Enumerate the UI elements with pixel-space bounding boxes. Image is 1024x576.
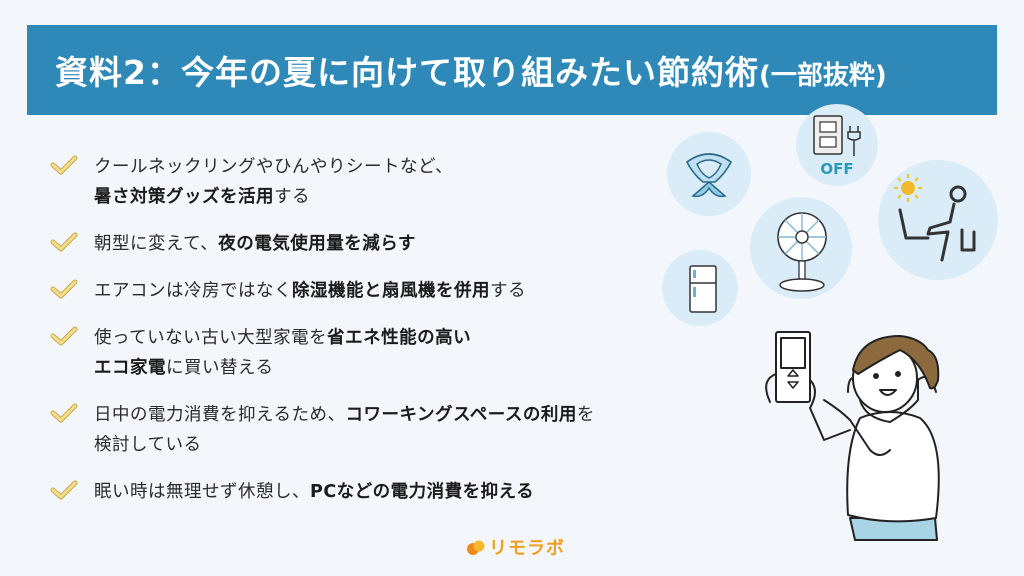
body-text: クールネックリングやひんやりシートなど、 bbox=[94, 157, 454, 177]
list-item-text: 使っていない古い大型家電を省エネ性能の高いエコ家電に買い替える bbox=[94, 323, 471, 383]
list-item-text: 眠い時は無理せず休憩し、PCなどの電力消費を抑える bbox=[94, 477, 534, 507]
title-banner: 資料2：今年の夏に向けて取り組みたい節約術(一部抜粋) bbox=[27, 25, 997, 115]
emphasis-text: コワーキングスペースの利用 bbox=[345, 405, 577, 425]
refrigerator-circle bbox=[662, 250, 738, 326]
tips-list: クールネックリングやひんやりシートなど、暑さ対策グッズを活用する朝型に変えて、夜… bbox=[50, 152, 700, 524]
fan-icon bbox=[777, 212, 827, 292]
body-text: 眠い時は無理せず休憩し、 bbox=[94, 482, 310, 502]
outlet-off-icon: OFF bbox=[813, 115, 861, 178]
neck-scarf-circle bbox=[667, 132, 751, 216]
body-text: 朝型に変えて、 bbox=[94, 234, 219, 254]
body-text: する bbox=[490, 281, 526, 301]
body-text: する bbox=[274, 187, 310, 207]
body-text: エアコンは冷房ではなく bbox=[94, 281, 292, 301]
brand-logo: リモラボ bbox=[465, 534, 565, 560]
neck-scarf-icon bbox=[685, 153, 733, 198]
emphasis-text: 省エネ性能の高い bbox=[327, 328, 472, 348]
list-item: 眠い時は無理せず休憩し、PCなどの電力消費を抑える bbox=[50, 477, 700, 507]
title-main: 資料2：今年の夏に向けて取り組みたい節約術 bbox=[55, 53, 759, 92]
list-item-text: 朝型に変えて、夜の電気使用量を減らす bbox=[94, 229, 416, 259]
check-icon bbox=[50, 155, 78, 175]
body-text: に買い替える bbox=[166, 358, 274, 378]
list-item: 使っていない古い大型家電を省エネ性能の高いエコ家電に買い替える bbox=[50, 323, 700, 383]
emphasis-text: 除湿機能と扇風機を併用 bbox=[292, 281, 490, 301]
check-icon bbox=[50, 480, 78, 500]
body-text: 日中の電力消費を抑えるため、 bbox=[94, 405, 346, 425]
body-text: 使っていない古い大型家電を bbox=[94, 328, 328, 348]
remote-work-circle bbox=[878, 160, 998, 280]
off-label: OFF bbox=[820, 160, 853, 178]
list-item-text: エアコンは冷房ではなく除湿機能と扇風機を併用する bbox=[94, 276, 526, 306]
logo-text: リモラボ bbox=[489, 538, 565, 559]
page-title: 資料2：今年の夏に向けて取り組みたい節約術(一部抜粋) bbox=[55, 46, 887, 94]
refrigerator-icon bbox=[689, 265, 717, 313]
emphasis-text: 暑さ対策グッズを活用 bbox=[94, 187, 274, 207]
check-icon bbox=[50, 326, 78, 346]
illustration-area: OFF bbox=[650, 100, 1024, 576]
list-item: エアコンは冷房ではなく除湿機能と扇風機を併用する bbox=[50, 276, 700, 306]
list-item: 朝型に変えて、夜の電気使用量を減らす bbox=[50, 229, 700, 259]
list-item-text: クールネックリングやひんやりシートなど、暑さ対策グッズを活用する bbox=[94, 152, 453, 212]
outlet-off-circle: OFF bbox=[796, 104, 878, 186]
body-text: を bbox=[576, 405, 595, 425]
emphasis-text: PCなどの電力消費を抑える bbox=[310, 482, 535, 502]
emphasis-text: 夜の電気使用量を減らす bbox=[218, 234, 416, 254]
list-item: 日中の電力消費を抑えるため、コワーキングスペースの利用を検討している bbox=[50, 400, 700, 460]
logo-mark-icon bbox=[467, 540, 485, 555]
emphasis-text: エコ家電 bbox=[94, 358, 166, 378]
body-text: 検討している bbox=[94, 435, 202, 455]
list-item: クールネックリングやひんやりシートなど、暑さ対策グッズを活用する bbox=[50, 152, 700, 212]
check-icon bbox=[50, 279, 78, 299]
title-suffix: (一部抜粋) bbox=[758, 61, 887, 91]
remote-work-icon bbox=[894, 174, 976, 262]
check-icon bbox=[50, 403, 78, 423]
woman-with-remote-illustration bbox=[765, 331, 940, 541]
list-item-text: 日中の電力消費を抑えるため、コワーキングスペースの利用を検討している bbox=[94, 400, 595, 460]
check-icon bbox=[50, 232, 78, 252]
fan-circle bbox=[750, 197, 852, 299]
